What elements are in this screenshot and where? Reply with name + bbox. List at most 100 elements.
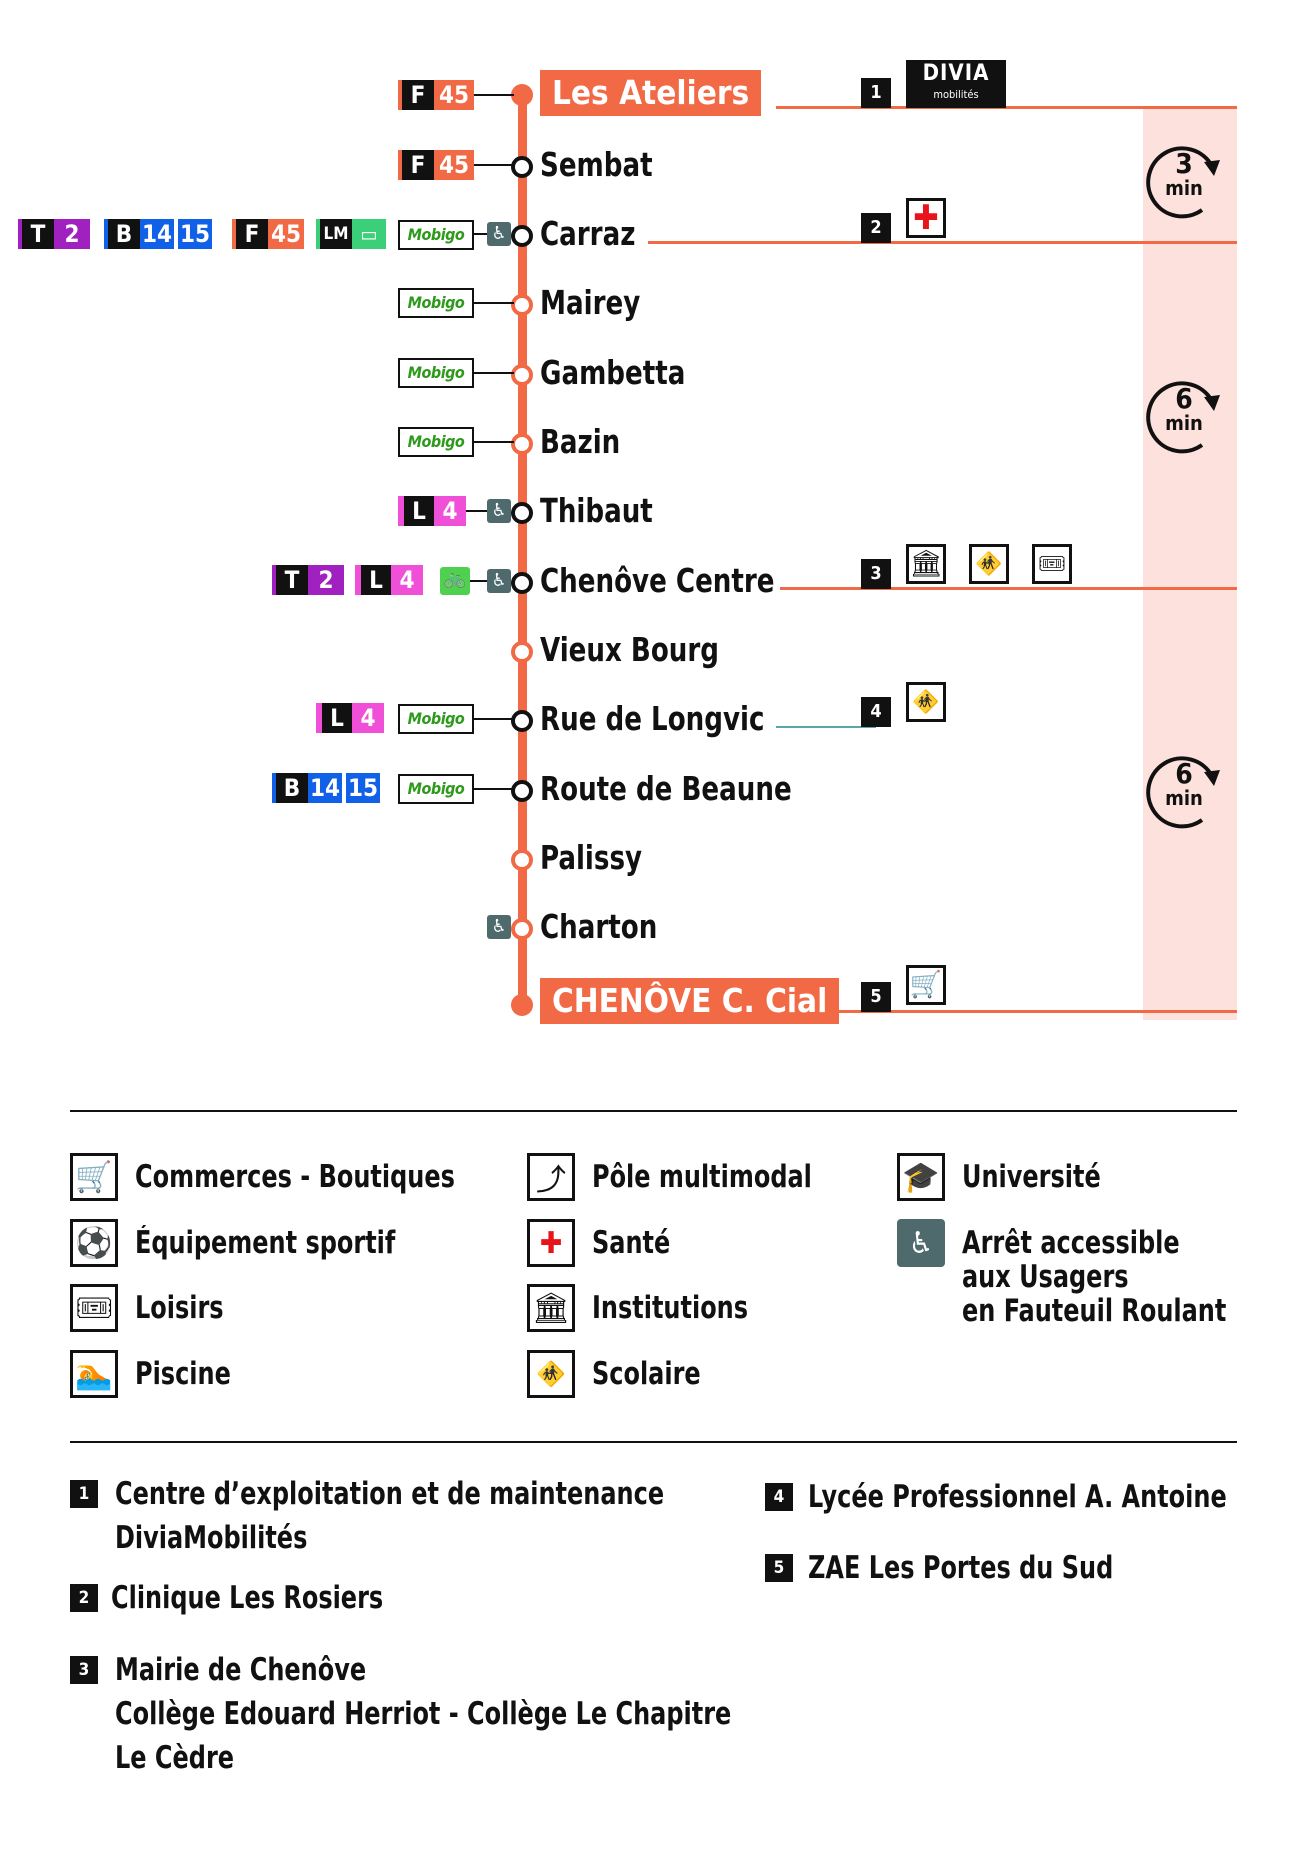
poi-number-5: 5 [765,1554,793,1582]
badge-f45[interactable]: F 45 [398,80,474,110]
mobigo-badge[interactable]: Mobigo [398,288,474,318]
stop-palissy[interactable]: Palissy [540,838,643,877]
poi-marker-2[interactable]: 2 [861,213,891,243]
legend-label: Piscine [135,1356,231,1392]
stop-mairey[interactable]: Mairey [540,283,641,322]
bus-icon: ▭ [352,219,386,249]
institution-icon: 🏛 [527,1284,575,1332]
connector [474,233,488,235]
poi-number-2: 2 [70,1584,98,1612]
stop-circle-palissy [511,849,533,871]
poi-number-1: 1 [70,1480,98,1508]
stop-charton[interactable]: Charton [540,907,658,946]
graduation-cap-icon: 🎓 [897,1153,945,1201]
stop-bazin[interactable]: Bazin [540,422,621,461]
stop-route-de-beaune[interactable]: Route de Beaune [540,769,792,808]
mobigo-badge[interactable]: Mobigo [398,704,474,734]
badge-number: 15 [346,773,380,803]
ticket-icon: 🎟 [1032,544,1072,584]
mobigo-badge[interactable]: Mobigo [398,358,474,388]
badge-l4[interactable]: L 4 [398,496,466,526]
stop-circle-bazin [511,433,533,455]
badge-number: 2 [308,565,344,595]
badge-letter: L [316,703,352,733]
connector [474,164,514,166]
badge-l4[interactable]: L 4 [355,565,423,595]
legend-label: Équipement sportif [135,1225,396,1261]
stop-circle-carraz [511,225,533,247]
stop-circle-chenove-centre [511,572,533,594]
badge-number: 2 [54,219,90,249]
mobigo-badge[interactable]: Mobigo [398,427,474,457]
stop-circle-gambetta [511,364,533,386]
connector [466,510,488,512]
red-cross-icon: ✚ [527,1219,575,1267]
wheelchair-icon: ♿ [487,569,511,593]
mobigo-badge[interactable]: Mobigo [398,774,474,804]
badge-letter: F [398,150,434,180]
poi-text: Collège Edouard Herriot - Collège Le Cha… [115,1696,732,1732]
badge-letter: F [398,80,434,110]
poi-text: DiviaMobilités [115,1520,308,1556]
badge-b14-15[interactable]: B 14 15 [104,219,212,249]
school-children-icon: 🚸 [906,682,946,722]
poi-text: Lycée Professionnel A. Antoine [808,1479,1227,1515]
stop-chenove-centre[interactable]: Chenôve Centre [540,561,775,600]
poi-line-2 [648,241,1237,244]
badge-number: 4 [391,565,423,595]
poi-line-3 [780,587,1237,590]
mobigo-badge[interactable]: Mobigo [398,220,474,250]
terminus-start-label[interactable]: Les Ateliers [540,70,762,116]
institution-icon: 🏛 [906,544,946,584]
terminus-end-dot [511,994,533,1016]
badge-number: 4 [352,703,384,733]
frequency-stripe [1143,108,1237,1020]
badge-number: 45 [434,80,474,110]
poi-marker-5[interactable]: 5 [861,982,891,1012]
badge-t2[interactable]: T 2 [272,565,344,595]
badge-lm[interactable]: LM ▭ [316,219,386,249]
divider [70,1441,1237,1443]
legend-label: Arrêt accessible [962,1225,1180,1261]
connector [474,441,514,443]
badge-f45[interactable]: F 45 [398,150,474,180]
terminus-end-label[interactable]: CHENÔVE C. Cial [540,978,840,1024]
cart-icon: 🛒 [906,965,946,1005]
stop-circle-sembat [511,156,533,178]
stop-sembat[interactable]: Sembat [540,145,653,184]
stop-circle-thibaut [511,502,533,524]
stop-circle-vieux-bourg [511,641,533,663]
badge-letter: L [398,496,434,526]
connector [474,718,514,720]
legend-label: en Fauteuil Roulant [962,1293,1227,1329]
poi-number-3: 3 [70,1656,98,1684]
red-cross-icon: ✚ [906,198,946,238]
badge-l4[interactable]: L 4 [316,703,384,733]
frequency-value: 6 [1175,757,1193,790]
poi-marker-4[interactable]: 4 [861,697,891,727]
poi-marker-1[interactable]: 1 [861,78,891,108]
poi-text: Mairie de Chenôve [115,1652,367,1688]
poi-text: Centre d’exploitation et de maintenance [115,1476,665,1512]
frequency-unit: min [1165,786,1203,810]
stop-thibaut[interactable]: Thibaut [540,491,653,530]
route-line [518,95,527,1005]
stop-carraz[interactable]: Carraz [540,214,636,253]
frequency-indicator: 6 min [1142,748,1226,832]
badge-number: 14 [308,773,342,803]
poi-text: Le Cèdre [115,1740,235,1776]
badge-f45[interactable]: F 45 [232,219,304,249]
badge-letter: T [18,219,54,249]
poi-marker-3[interactable]: 3 [861,559,891,589]
connector [474,302,514,304]
stop-gambetta[interactable]: Gambetta [540,353,686,392]
badge-b14-15[interactable]: B 14 15 [272,773,380,803]
connector [470,580,488,582]
divia-logo-sub: mobilités [933,88,979,101]
stop-rue-de-longvic[interactable]: Rue de Longvic [540,699,765,738]
stop-vieux-bourg[interactable]: Vieux Bourg [540,630,719,669]
poi-line-4 [776,726,876,728]
connector [474,94,514,96]
badge-t2[interactable]: T 2 [18,219,90,249]
divider [70,1110,1237,1112]
